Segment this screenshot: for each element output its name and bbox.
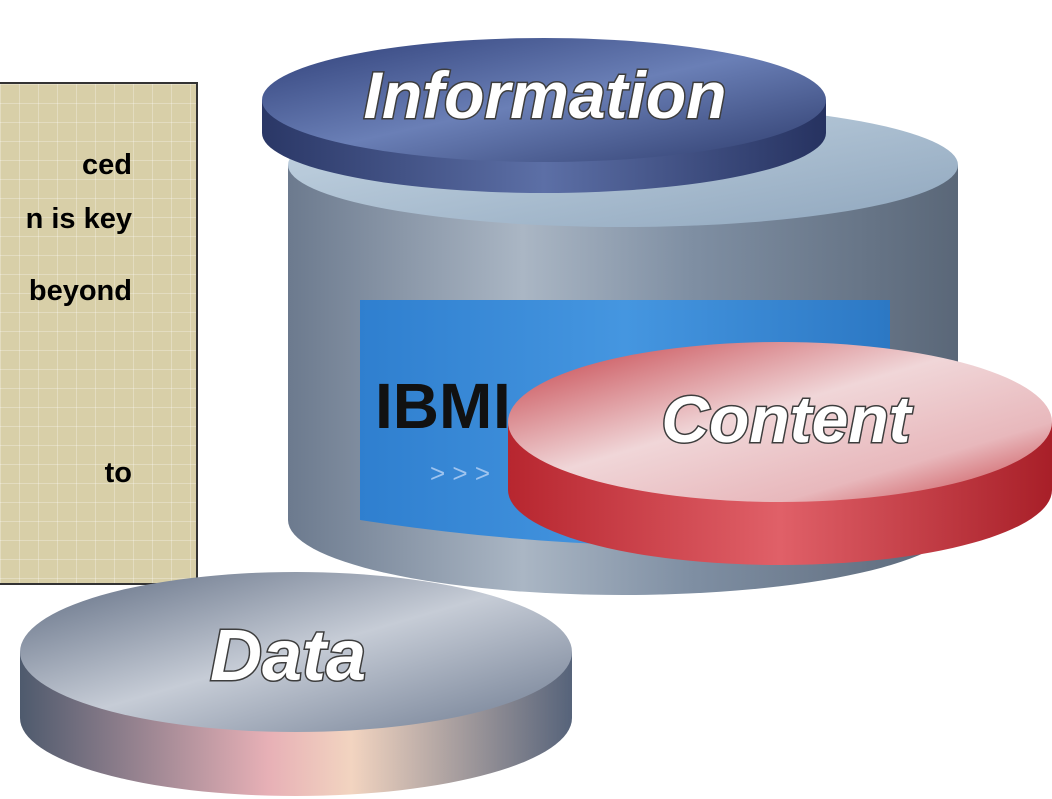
brand-arrows: > > > bbox=[430, 458, 490, 488]
data-label: Data bbox=[210, 616, 366, 696]
callout-line-1: ced bbox=[82, 149, 132, 181]
content-disk: Content bbox=[508, 342, 1052, 565]
data-disk: Data bbox=[20, 572, 572, 796]
information-disk-top bbox=[262, 38, 826, 162]
information-label: Information bbox=[364, 58, 727, 132]
brand-text-partial: I bbox=[493, 370, 511, 442]
information-disk: Information bbox=[262, 38, 826, 193]
text-callout-box: ced n is key beyond to bbox=[0, 82, 198, 585]
callout-line-4: to bbox=[104, 457, 132, 489]
content-disk-top bbox=[508, 342, 1052, 502]
content-label: Content bbox=[661, 382, 913, 456]
callout-line-3: beyond bbox=[28, 275, 132, 307]
callout-line-2: n is key bbox=[25, 203, 132, 235]
data-disk-top bbox=[20, 572, 572, 732]
brand-text: IBM bbox=[375, 370, 492, 442]
